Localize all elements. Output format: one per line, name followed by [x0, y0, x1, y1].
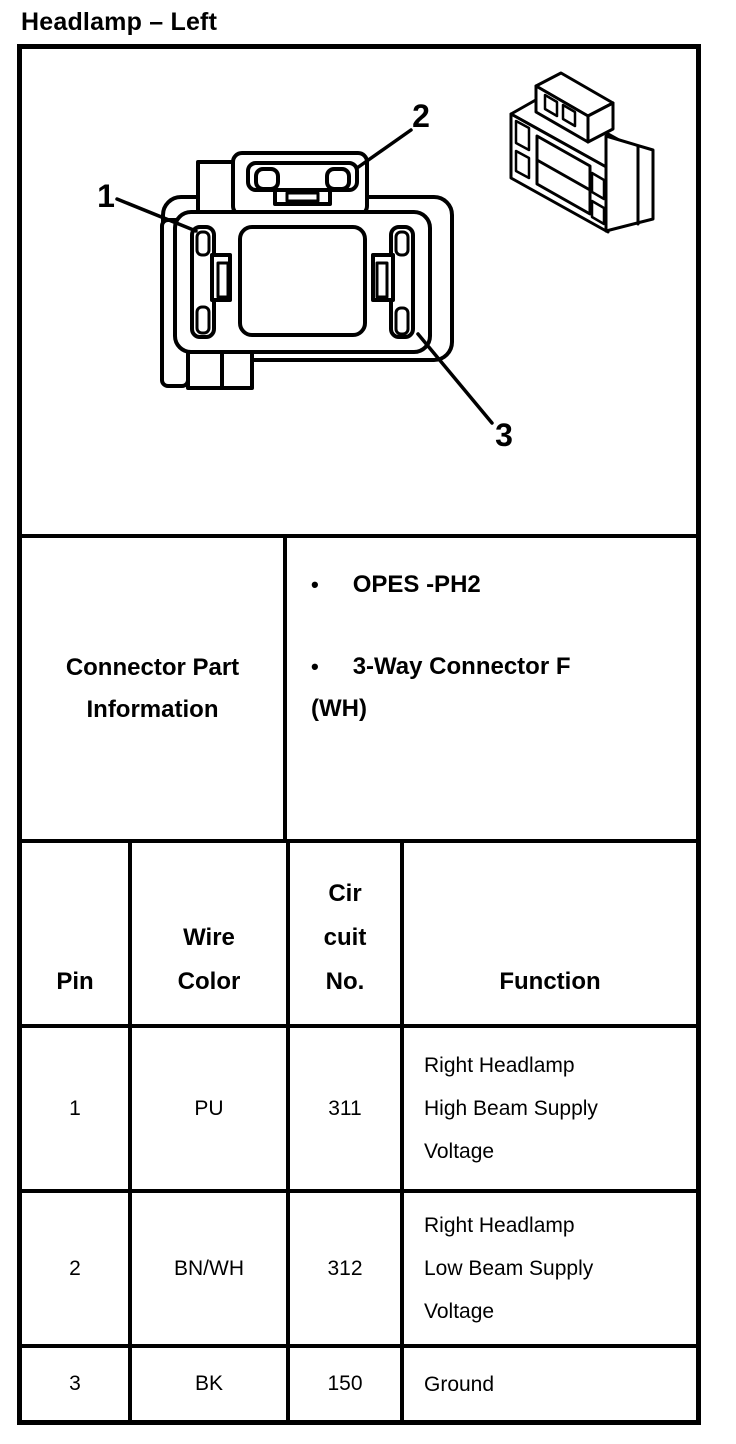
bullet-icon: •: [311, 572, 319, 597]
diagram-cell: 1 2 3: [22, 49, 696, 538]
pin-cell: 1: [22, 1028, 132, 1193]
pin-cell: 2: [22, 1193, 132, 1348]
pin-table: Pin Wire Color Cir cuit No. Function 1 P…: [22, 843, 696, 1420]
front-view: [160, 151, 454, 390]
callout-1: 1: [97, 178, 115, 214]
callout-2: 2: [412, 98, 430, 134]
circuit-no-cell: 312: [290, 1193, 404, 1348]
wire-color-cell: BN/WH: [132, 1193, 290, 1348]
page-title: Headlamp – Left: [21, 8, 218, 36]
connector-diagram: 1 2 3: [97, 71, 655, 453]
callout-leaders: [115, 128, 494, 425]
header-cell-function: Function: [404, 843, 696, 1028]
function-cell: Right Headlamp High Beam Supply Voltage: [404, 1028, 696, 1193]
callout-3: 3: [495, 417, 513, 453]
bullet-icon: •: [311, 654, 319, 679]
circuit-no-cell: 311: [290, 1028, 404, 1193]
connector-table: 1 2 3 Connector Part Information • OPES -…: [17, 44, 701, 1425]
bullet-text: 3-Way Connector F (WH): [311, 653, 571, 722]
bullet-text: OPES -PH2: [352, 571, 481, 598]
connector-part-info-row: Connector Part Information •OPES -PH2 •3…: [22, 538, 696, 843]
iso-view: [509, 71, 655, 234]
bullet-item: • OPES -PH2: [311, 564, 658, 606]
wire-color-cell: BK: [132, 1348, 290, 1420]
bullet-item: •3-Way Connector F (WH): [311, 646, 658, 730]
connector-part-info-details: •OPES -PH2 •3-Way Connector F (WH): [287, 538, 696, 839]
header-cell-circuit-no: Cir cuit No.: [290, 843, 404, 1028]
header-cell-wire-color: Wire Color: [132, 843, 290, 1028]
wire-color-cell: PU: [132, 1028, 290, 1193]
pin-cell: 3: [22, 1348, 132, 1420]
circuit-no-cell: 150: [290, 1348, 404, 1420]
connector-part-info-label: Connector Part Information: [22, 538, 287, 839]
function-cell: Right Headlamp Low Beam Supply Voltage: [404, 1193, 696, 1348]
header-cell-pin: Pin: [22, 843, 132, 1028]
function-cell: Ground: [424, 1372, 495, 1396]
